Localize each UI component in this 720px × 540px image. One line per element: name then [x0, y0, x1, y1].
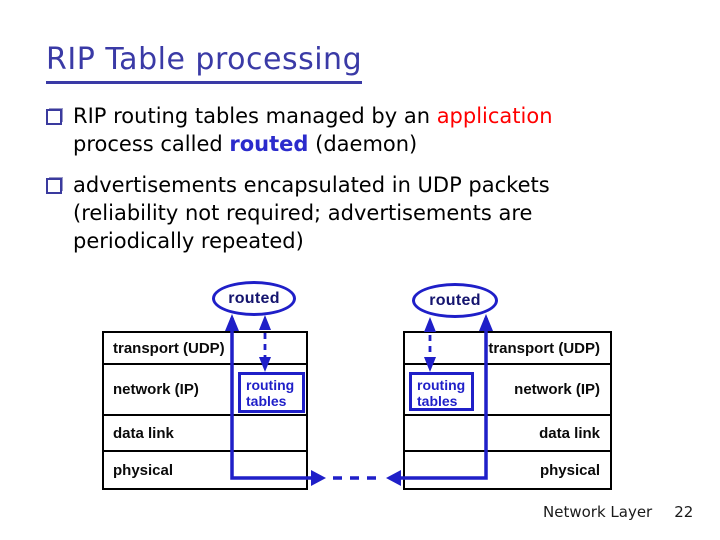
- footer-section-label: Network Layer: [543, 503, 653, 521]
- left-routed-process-ellipse: routed: [212, 281, 296, 316]
- slide-footer: Network Layer 22: [543, 503, 693, 521]
- bullet1-text3: (daemon): [308, 132, 418, 156]
- square-bullet-icon: [46, 178, 62, 194]
- bullet1-text2: process called: [73, 132, 230, 156]
- left-layer-transport: transport (UDP): [104, 333, 306, 365]
- left-layer-physical: physical: [113, 461, 174, 479]
- right-routed-process-ellipse: routed: [412, 283, 498, 318]
- right-up-arrowhead-icon: [479, 314, 493, 331]
- right-layer-transport: transport (UDP): [405, 333, 610, 365]
- routing-box-line2: tables: [246, 393, 287, 409]
- right-layer-datalink: data link: [405, 416, 610, 452]
- routed-label: routed: [429, 291, 481, 309]
- bullet1-line1: RIP routing tables managed by an applica…: [73, 102, 553, 130]
- bullet1-accent-word: application: [436, 104, 553, 128]
- left-layer-network: network (IP): [104, 365, 306, 416]
- slide-title: RIP Table processing: [46, 42, 363, 84]
- right-layer-physical: physical: [539, 461, 600, 479]
- bullet-item-1: RIP routing tables managed by an applica…: [46, 102, 553, 158]
- left-dashed-up-arrowhead-icon: [259, 315, 271, 330]
- bullet-item-2: advertisements encapsulated in UDP packe…: [46, 171, 553, 255]
- bullet1-text: RIP routing tables managed by an: [73, 104, 437, 128]
- bullet2-line1: advertisements encapsulated in UDP packe…: [73, 173, 550, 197]
- routing-box-line1: routing: [417, 377, 466, 393]
- left-layer-datalink: data link: [104, 416, 306, 452]
- bullet1-line2: process called routed (daemon): [73, 130, 553, 158]
- right-left-arrowhead-icon: [386, 470, 401, 486]
- left-up-arrowhead-icon: [225, 314, 239, 331]
- left-right-arrowhead-icon: [311, 470, 326, 486]
- left-routing-tables-box: routing tables: [238, 372, 305, 413]
- square-bullet-icon: [46, 109, 62, 125]
- routing-box-line2: tables: [417, 393, 458, 409]
- routing-box-line1: routing: [246, 377, 295, 393]
- routed-label: routed: [228, 289, 280, 307]
- bullet2-line2: (reliability not required; advertisement…: [73, 201, 533, 225]
- right-layer-network: network (IP): [405, 365, 610, 416]
- bullet1-routed-word: routed: [229, 132, 309, 156]
- right-routing-tables-box: routing tables: [409, 372, 474, 411]
- bullet-list: RIP routing tables managed by an applica…: [46, 102, 553, 268]
- footer-page-number: 22: [674, 503, 694, 521]
- bullet2-line3: periodically repeated): [73, 229, 304, 253]
- right-dashed-up-arrowhead-icon: [424, 317, 436, 332]
